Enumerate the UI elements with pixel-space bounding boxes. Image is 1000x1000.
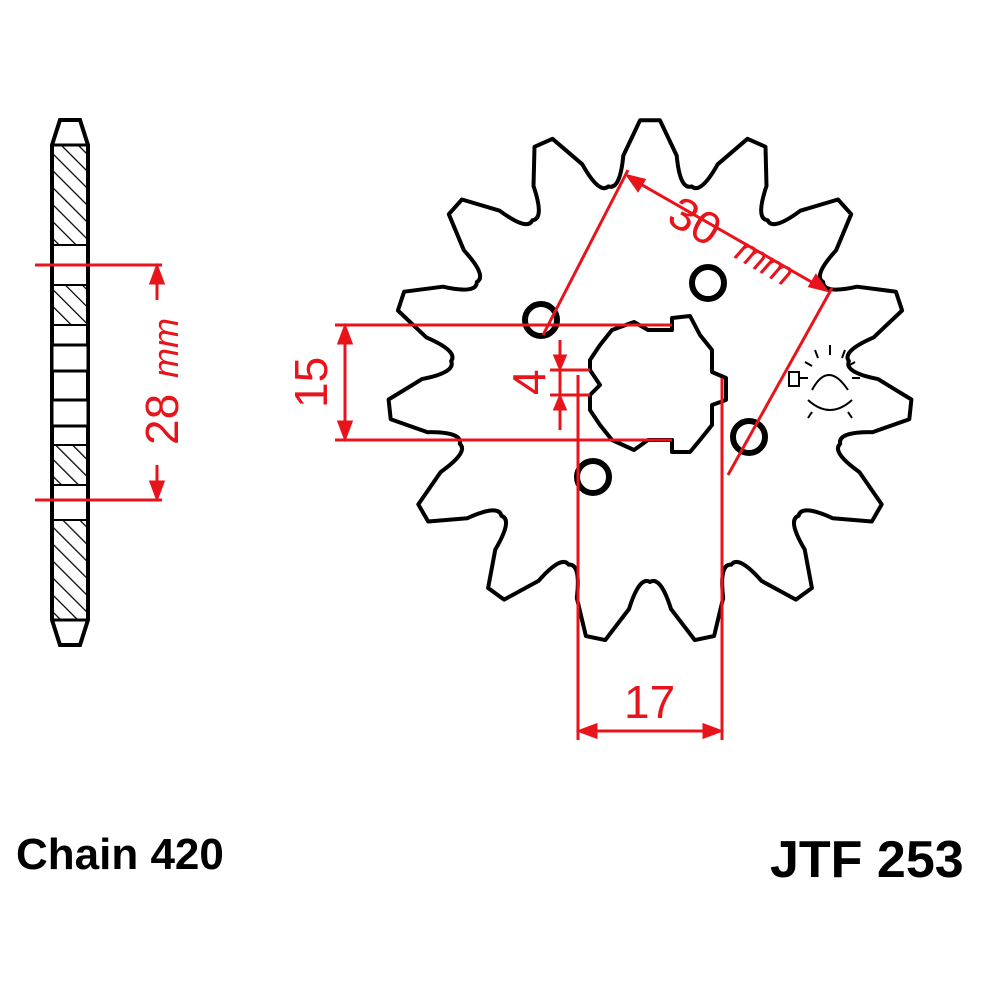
bolt-hole bbox=[522, 301, 560, 339]
front-view: 30 mm 15 4 17 bbox=[285, 118, 914, 740]
bolt-hole bbox=[689, 264, 727, 302]
bolt-hole bbox=[574, 458, 612, 496]
part-number: JTF 253 bbox=[770, 831, 964, 889]
hatch-band-4 bbox=[51, 519, 89, 621]
bolt-holes bbox=[522, 264, 768, 496]
logo-stamp bbox=[788, 345, 860, 419]
side-view: 28 mm bbox=[35, 118, 188, 647]
spline-height-value: 15 bbox=[285, 357, 337, 408]
bolt-circle-unit: mm bbox=[729, 228, 801, 293]
hub-band bbox=[50, 343, 90, 373]
sprocket-outline bbox=[386, 118, 914, 643]
chain-label: Chain 420 bbox=[16, 830, 224, 879]
bolt-circle-value: 30 bbox=[660, 186, 730, 257]
pitch-dimension bbox=[35, 262, 166, 503]
hatch-band-3 bbox=[51, 444, 89, 486]
pitch-dimension-value: 28 bbox=[136, 394, 188, 445]
dimension-lines bbox=[335, 169, 834, 740]
hatch-band-1 bbox=[51, 144, 89, 246]
spline-hub bbox=[588, 314, 728, 454]
spline-width-value: 17 bbox=[624, 676, 675, 728]
hatch-band-2 bbox=[51, 284, 89, 326]
pitch-dimension-unit: mm bbox=[145, 318, 186, 378]
hub-band bbox=[50, 398, 90, 428]
bolt-offset-value: 4 bbox=[503, 369, 555, 395]
